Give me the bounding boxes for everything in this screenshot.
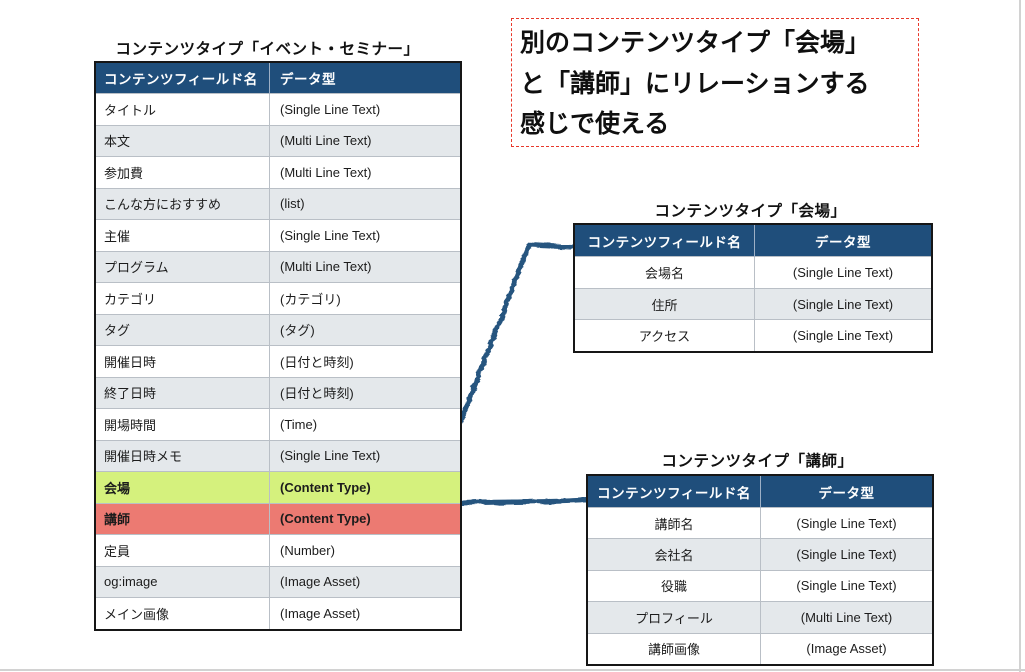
data-type-cell: (Image Asset) [269,565,462,598]
data-type-cell: (Multi Line Text) [760,601,934,634]
data-type-cell: (カテゴリ) [269,282,462,315]
field-name-cell: 開催日時メモ [94,439,270,472]
table-row-venue-relation: 会場 (Content Type) [94,471,462,504]
annotation-note-line: と「講師」にリレーションする [520,69,870,98]
data-type-cell: (Single Line Text) [760,506,934,540]
data-type-cell: (Single Line Text) [754,287,933,321]
page-right-edge [1019,0,1021,672]
field-name-cell: 定員 [94,534,270,567]
table-row: タイトル (Single Line Text) [94,93,462,126]
data-type-cell: (Single Line Text) [754,256,933,289]
data-type-cell: (Single Line Text) [269,93,462,126]
data-type-cell: (Time) [269,408,462,441]
table-row: 会社名 (Single Line Text) [586,538,934,571]
column-header-field: コンテンツフィールド名 [587,475,761,508]
field-name-cell: 開催日時 [94,345,270,378]
venue-table: コンテンツフィールド名 データ型 会場名 (Single Line Text) … [573,223,933,354]
field-name-cell: 会場 [94,471,270,504]
event-table-title: コンテンツタイプ「イベント・セミナー」 [115,41,420,58]
field-name-cell: og:image [94,565,270,598]
table-row: 参加費 (Multi Line Text) [94,156,462,189]
table-row: 主催 (Single Line Text) [94,219,462,252]
table-row: 本文 (Multi Line Text) [94,124,462,157]
field-name-cell: プロフィール [586,601,761,634]
venue-table-title: コンテンツタイプ「会場」 [654,203,847,220]
data-type-cell: (Multi Line Text) [269,250,462,283]
instructor-table: コンテンツフィールド名 データ型 講師名 (Single Line Text) … [586,474,934,666]
data-type-cell: (Single Line Text) [269,439,462,472]
table-row: 役職 (Single Line Text) [586,569,934,603]
field-name-cell: カテゴリ [94,282,270,315]
table-row-instructor-relation: 講師 (Content Type) [94,502,462,535]
annotation-note: 別のコンテンツタイプ「会場」 と「講師」にリレーションする 感じで使える [511,18,919,147]
data-type-cell: (Image Asset) [269,597,462,630]
field-name-cell: タイトル [94,93,270,126]
data-type-cell: (Single Line Text) [760,538,934,571]
table-row: 開催日時 (日付と時刻) [94,345,462,378]
annotation-note-line: 感じで使える [520,110,670,138]
table-row: プロフィール (Multi Line Text) [586,601,934,634]
field-name-cell: 参加費 [94,156,270,189]
table-row: アクセス (Single Line Text) [573,319,933,353]
page-bottom-edge [0,669,1025,671]
field-name-cell: 終了日時 [94,376,270,409]
table-row: 終了日時 (日付と時刻) [94,376,462,409]
field-name-cell: こんな方におすすめ [94,187,270,220]
field-name-cell: 講師名 [586,506,761,540]
field-name-cell: 本文 [94,124,270,157]
table-row: こんな方におすすめ (list) [94,187,462,220]
connector-instructor-line [441,497,589,507]
table-row: タグ (タグ) [94,313,462,346]
field-name-cell: タグ [94,313,270,346]
data-type-cell: (Single Line Text) [760,569,934,603]
table-row: 住所 (Single Line Text) [573,287,933,321]
field-name-cell: 会場名 [573,256,755,289]
table-row: 会場名 (Single Line Text) [573,256,933,289]
data-type-cell: (Content Type) [269,502,462,535]
header-row: コンテンツフィールド名 データ型 [587,475,933,508]
data-type-cell: (Multi Line Text) [269,156,462,189]
table-row: 開場時間 (Time) [94,408,462,441]
event-table: コンテンツフィールド名 データ型 タイトル (Single Line Text)… [94,61,462,631]
table-row: 定員 (Number) [94,534,462,567]
column-header-type: データ型 [754,224,932,257]
field-name-cell: 住所 [573,287,755,321]
column-header-field: コンテンツフィールド名 [574,224,755,257]
table-row: 開催日時メモ (Single Line Text) [94,439,462,472]
data-type-cell: (Single Line Text) [754,319,933,353]
annotation-note-line: 別のコンテンツタイプ「会場」 [520,29,871,57]
data-type-cell: (Multi Line Text) [269,124,462,157]
field-name-cell: 講師 [94,502,270,535]
data-type-cell: (タグ) [269,313,462,346]
table-row: 講師名 (Single Line Text) [586,506,934,540]
table-row: カテゴリ (カテゴリ) [94,282,462,315]
field-name-cell: 会社名 [586,538,761,571]
data-type-cell: (Image Asset) [760,632,934,666]
table-row: プログラム (Multi Line Text) [94,250,462,283]
data-type-cell: (日付と時刻) [269,376,462,409]
data-type-cell: (list) [269,187,462,220]
field-name-cell: メイン画像 [94,597,270,630]
data-type-cell: (日付と時刻) [269,345,462,378]
table-row: メイン画像 (Image Asset) [94,597,462,630]
data-type-cell: (Content Type) [269,471,462,504]
field-name-cell: 開場時間 [94,408,270,441]
field-name-cell: アクセス [573,319,755,353]
header-row: コンテンツフィールド名 データ型 [574,224,932,257]
header-row: コンテンツフィールド名 データ型 [95,62,461,94]
field-name-cell: 主催 [94,219,270,252]
column-header-field: コンテンツフィールド名 [95,62,270,94]
table-row: og:image (Image Asset) [94,565,462,598]
data-type-cell: (Number) [269,534,462,567]
table-row: 講師画像 (Image Asset) [586,632,934,666]
field-name-cell: 講師画像 [586,632,761,666]
field-name-cell: プログラム [94,250,270,283]
column-header-type: データ型 [269,62,461,94]
data-type-cell: (Single Line Text) [269,219,462,252]
connector-venue-line [441,242,574,468]
column-header-type: データ型 [760,475,933,508]
instructor-table-title: コンテンツタイプ「講師」 [661,453,854,470]
field-name-cell: 役職 [586,569,761,603]
